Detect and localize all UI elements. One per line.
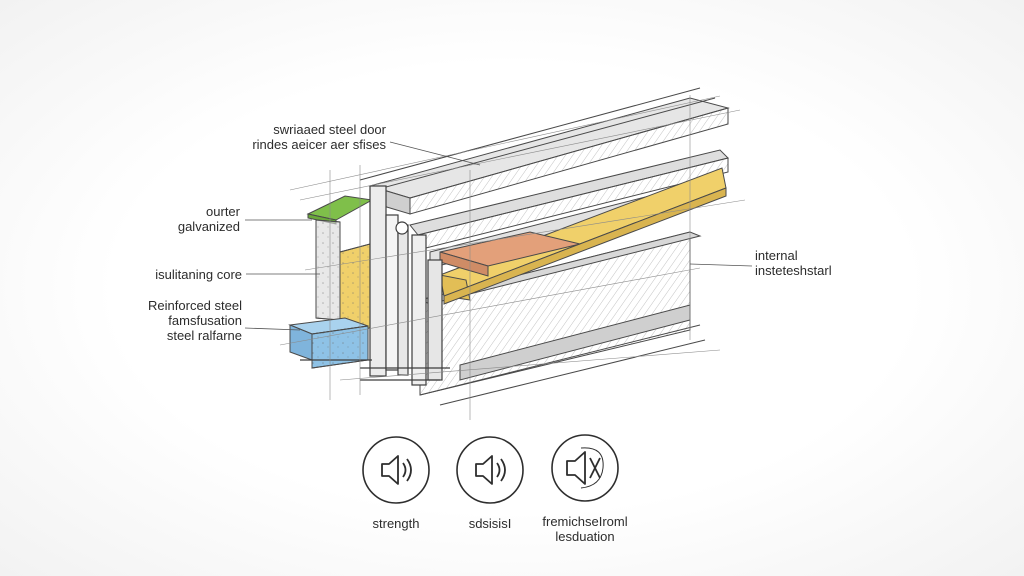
- icon-caption-line: lesduation: [555, 529, 615, 544]
- icon-caption-2: sdsisisI: [440, 516, 540, 531]
- icon-caption-line: fremichseIroml: [542, 514, 628, 529]
- reinforced-steel-frame: [300, 185, 450, 386]
- yellow-insulation-core: [439, 167, 727, 305]
- top-label-line2: rindes aeicer aer sfises: [252, 137, 386, 152]
- outer-label-line2: galvanized: [177, 219, 240, 234]
- insulating-core-text: isulitaning core: [155, 267, 242, 282]
- icon-caption-strength: strength: [346, 516, 446, 531]
- insulating-core-label: isulitaning core: [120, 267, 242, 282]
- top-label-line1: swriaaed steel door: [273, 122, 386, 137]
- orange-insert: [439, 231, 581, 277]
- internal-label: internal insteteshstarl: [755, 248, 865, 278]
- icon-row: [362, 434, 619, 504]
- outer-galvanized-label: ourter galvanized: [140, 204, 240, 234]
- speaker-icon: [362, 436, 430, 504]
- internal-line2: insteteshstarl: [755, 263, 832, 278]
- internal-line1: internal: [755, 248, 798, 263]
- reinforced-line1: Reinforced steel: [148, 298, 242, 313]
- icon-caption-line: sdsisisI: [468, 516, 512, 531]
- leader-lines: [244, 141, 753, 331]
- sketch-construction-lines: [279, 95, 746, 420]
- outer-galvanized-panel: [315, 219, 341, 321]
- reinforced-steel-label: Reinforced steel famsfusation steel ralf…: [120, 298, 242, 343]
- yellow-vertical-core: [339, 243, 371, 335]
- icon-caption-3: fremichseIroml lesduation: [520, 514, 650, 544]
- reinforced-line2: famsfusation: [168, 313, 242, 328]
- reinforced-line3: steel ralfarne: [166, 328, 242, 343]
- icon-caption-line: strength: [372, 516, 420, 531]
- top-steel-beam: [359, 87, 730, 215]
- speaker-icon: [456, 436, 524, 504]
- top-door-label: swriaaed steel door rindes aeicer aer sf…: [236, 122, 386, 152]
- outer-label-line1: ourter: [206, 204, 240, 219]
- speaker-muted-icon: [551, 434, 619, 502]
